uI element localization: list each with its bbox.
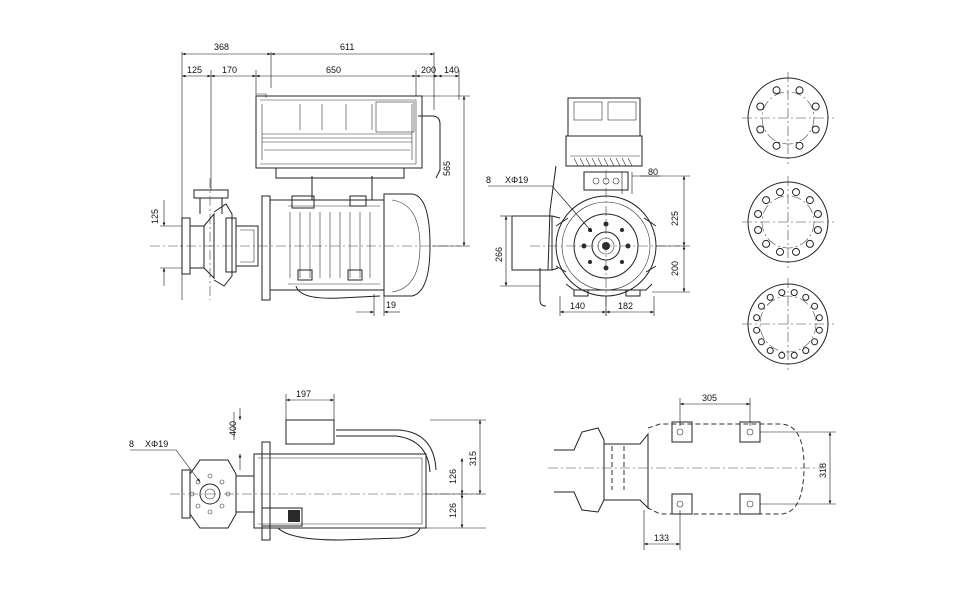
- base-view: 305 318 133: [548, 393, 836, 550]
- bolt-hole: [813, 210, 822, 218]
- dim-225: 225: [670, 211, 680, 226]
- dim-565: 565: [442, 161, 452, 176]
- bolt-hole: [762, 239, 771, 248]
- dim-200-front: 200: [670, 261, 680, 276]
- bolt-hole: [753, 326, 761, 334]
- dim-318: 318: [818, 463, 828, 478]
- front-bolt-count: 8: [486, 175, 491, 185]
- dim-125-vertical: 125: [150, 209, 160, 224]
- dim-140: 140: [444, 65, 459, 75]
- top-bolt-count: 8: [129, 439, 134, 449]
- bolt-hole: [778, 289, 786, 297]
- dim-611: 611: [340, 42, 354, 52]
- bolt-hole: [811, 102, 820, 111]
- top-view: 197 400 8 XΦ19 315 126 126: [129, 389, 486, 541]
- bolt-hole: [802, 347, 810, 355]
- bolt-hole: [811, 302, 819, 310]
- dim-400: 400: [228, 421, 238, 436]
- bolt-hole: [792, 247, 800, 256]
- dim-126-upper: 126: [448, 469, 458, 484]
- bolt-hole: [790, 289, 798, 297]
- bolt-hole: [802, 293, 810, 301]
- bolt-hole: [772, 141, 781, 150]
- dim-126-lower: 126: [448, 503, 458, 518]
- bolt-hole: [754, 226, 763, 234]
- bolt-hole: [815, 314, 823, 322]
- front-bolt-hole: XΦ19: [505, 175, 528, 185]
- bolt-hole: [766, 293, 774, 301]
- bolt-hole: [795, 141, 804, 150]
- bolt-hole: [776, 188, 784, 197]
- bolt-hole: [772, 86, 781, 95]
- flange-16-holes: [742, 278, 834, 370]
- bolt-hole: [790, 351, 798, 359]
- dim-266: 266: [494, 247, 504, 262]
- flange-views: [742, 72, 834, 370]
- bolt-hole: [762, 196, 771, 205]
- flange-12-holes: [742, 176, 834, 268]
- bolt-hole: [811, 125, 820, 134]
- bolt-hole: [805, 196, 814, 205]
- bolt-hole: [757, 302, 765, 310]
- bolt-hole: [766, 347, 774, 355]
- top-bolt-hole: XΦ19: [145, 439, 168, 449]
- bolt-hole: [815, 326, 823, 334]
- bolt-hole: [795, 86, 804, 95]
- bolt-hole: [753, 314, 761, 322]
- dim-197: 197: [296, 389, 311, 399]
- dim-170: 170: [222, 65, 237, 75]
- dim-200: 200: [421, 65, 436, 75]
- dim-182: 182: [618, 301, 633, 311]
- bolt-hole: [805, 239, 814, 248]
- dim-650: 650: [326, 65, 341, 75]
- bolt-hole: [778, 351, 786, 359]
- dim-125: 125: [187, 65, 202, 75]
- bolt-hole: [776, 247, 784, 256]
- bolt-hole: [813, 226, 822, 234]
- bolt-hole: [756, 125, 765, 134]
- bolt-hole: [792, 188, 800, 197]
- dim-368: 368: [214, 42, 229, 52]
- bolt-hole: [754, 210, 763, 218]
- dim-80: 80: [648, 167, 658, 177]
- dim-305: 305: [702, 393, 717, 403]
- bolt-hole: [757, 338, 765, 346]
- dim-19: 19: [386, 300, 396, 310]
- bolt-hole: [811, 338, 819, 346]
- dim-140-front: 140: [570, 301, 585, 311]
- flange-8-holes: [742, 72, 834, 164]
- bolt-hole: [756, 102, 765, 111]
- dim-315: 315: [468, 451, 478, 466]
- side-view: 368 611 125 170 650 200 140 565 125 19: [150, 42, 470, 316]
- dim-133: 133: [654, 533, 669, 543]
- front-view: 8 XΦ19 80 225 200 266 140 182: [486, 97, 690, 316]
